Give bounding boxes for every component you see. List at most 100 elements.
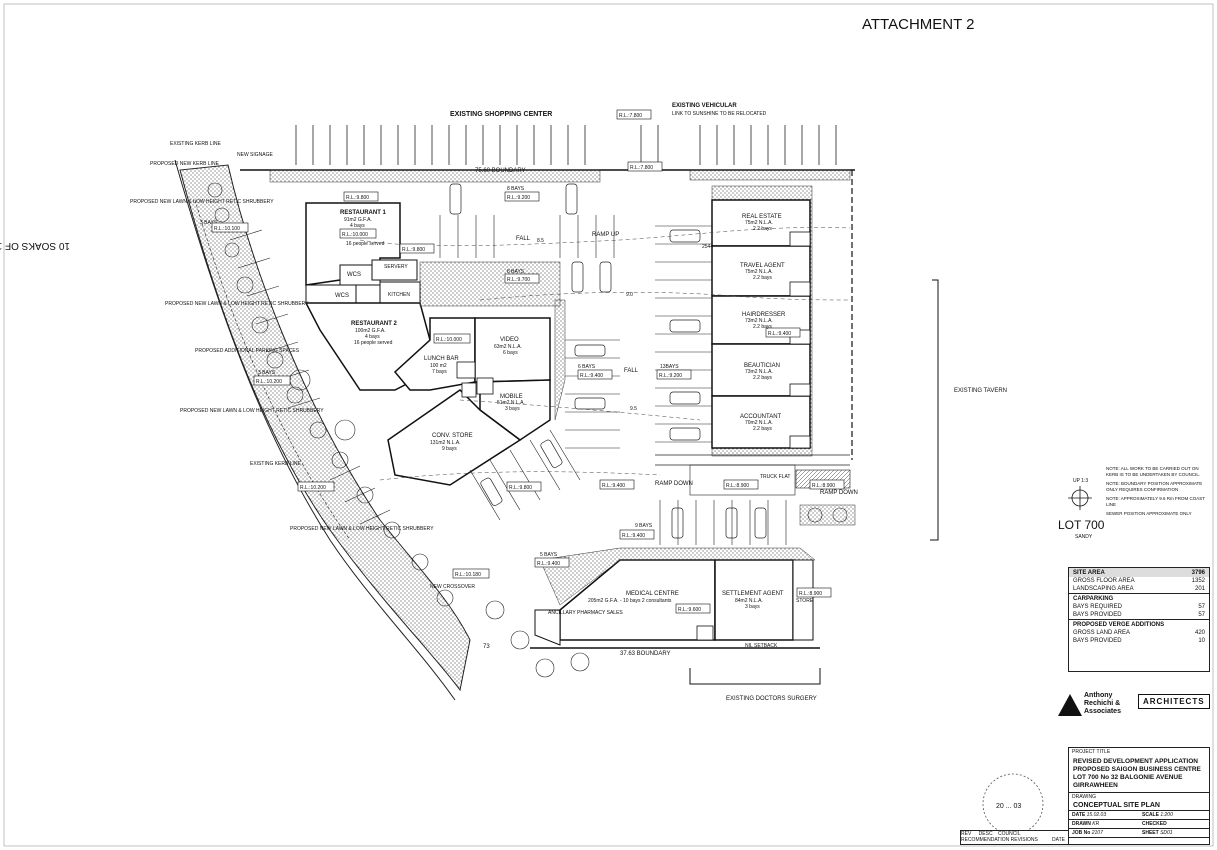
- svg-text:R.L.:10.180: R.L.:10.180: [455, 572, 481, 578]
- svg-text:R.L.:10.200: R.L.:10.200: [300, 485, 326, 491]
- attachment-title: ATTACHMENT 2: [862, 16, 975, 33]
- svg-text:3 BAYS: 3 BAYS: [200, 220, 218, 226]
- existing-parking-stripes: [295, 125, 837, 165]
- svg-text:16 people served: 16 people served: [354, 340, 393, 346]
- svg-text:PROPOSED NEW LAWN & LOW HEIGHT: PROPOSED NEW LAWN & LOW HEIGHT RETIC SHR…: [290, 526, 434, 532]
- svg-text:8 BAYS: 8 BAYS: [507, 186, 525, 192]
- svg-text:2.2 bays: 2.2 bays: [753, 426, 772, 432]
- svg-text:9.0: 9.0: [626, 292, 633, 298]
- svg-text:3 BAYS: 3 BAYS: [258, 370, 276, 376]
- doctors-surgery: [689, 668, 821, 685]
- svg-text:4 bays: 4 bays: [350, 223, 365, 229]
- svg-text:100 m2: 100 m2: [430, 363, 447, 369]
- svg-text:4 bays: 4 bays: [365, 334, 380, 340]
- svg-text:2.2 bays: 2.2 bays: [753, 226, 772, 232]
- svg-text:R.L.:9.400: R.L.:9.400: [622, 533, 645, 539]
- svg-text:20 ... 03: 20 ... 03: [996, 803, 1021, 810]
- sheet-border: [3, 3, 1214, 847]
- title-block: PROJECT TITLE REVISED DEVELOPMENT APPLIC…: [1068, 747, 1210, 845]
- svg-text:PROPOSED NEW LAWN & LOW HEIGHT: PROPOSED NEW LAWN & LOW HEIGHT RETIC SHR…: [130, 199, 274, 205]
- svg-text:MOBILE: MOBILE: [500, 394, 523, 400]
- svg-text:R.L.:9.800: R.L.:9.800: [346, 195, 369, 201]
- logo-mark-icon: [1058, 694, 1082, 716]
- svg-text:6 bays: 6 bays: [503, 350, 518, 356]
- svg-text:9 bays: 9 bays: [442, 446, 457, 452]
- svg-text:R.L.:10.000: R.L.:10.000: [436, 337, 462, 343]
- svg-text:5 BAYS: 5 BAYS: [540, 552, 558, 558]
- svg-text:51m2 N.L.A.: 51m2 N.L.A.: [497, 400, 525, 406]
- svg-text:R.L.:8.900: R.L.:8.900: [812, 483, 835, 489]
- svg-text:R.L.:9.400: R.L.:9.400: [580, 373, 603, 379]
- doctors-label: EXISTING DOCTORS SURGERY: [726, 696, 817, 702]
- travel-agent: [711, 245, 811, 297]
- rl-tags: R.L.:7.800 R.L.:7.800 R.L.:9.800 R.L.:9.…: [211, 109, 845, 614]
- svg-text:WCS: WCS: [347, 272, 361, 278]
- svg-text:RAMP DOWN: RAMP DOWN: [820, 490, 858, 496]
- svg-text:9.5: 9.5: [630, 406, 637, 412]
- svg-text:TRAVEL AGENT: TRAVEL AGENT: [740, 263, 785, 269]
- svg-text:RESTAURANT 1: RESTAURANT 1: [340, 210, 387, 216]
- svg-text:2.2 bays: 2.2 bays: [753, 275, 772, 281]
- verge-parking: [229, 229, 391, 525]
- svg-text:EXISTING KERB LINE: EXISTING KERB LINE: [250, 461, 302, 467]
- svg-text:SERVERY: SERVERY: [384, 264, 408, 270]
- svg-text:PROPOSED NEW LAWN & LOW HEIGHT: PROPOSED NEW LAWN & LOW HEIGHT RETIC SHR…: [180, 408, 324, 414]
- existing-vehicular-label: EXISTING VEHICULAR: [672, 103, 737, 109]
- svg-text:2.2 bays: 2.2 bays: [753, 324, 772, 330]
- servery: [371, 259, 418, 281]
- svg-text:LUNCH BAR: LUNCH BAR: [424, 356, 459, 362]
- svg-text:131m2 N.L.A.: 131m2 N.L.A.: [430, 440, 461, 446]
- boundary-top-label: 75.60 BOUNDARY: [475, 168, 526, 174]
- svg-text:R.L.:10.100: R.L.:10.100: [214, 226, 240, 232]
- drawing-title: CONCEPTUAL SITE PLAN: [1069, 801, 1209, 811]
- convenience-store: [387, 389, 522, 486]
- svg-text:73: 73: [483, 644, 490, 650]
- svg-text:ANCILLARY PHARMACY SALES: ANCILLARY PHARMACY SALES: [548, 610, 623, 616]
- svg-text:75m2 N.L.A.: 75m2 N.L.A.: [745, 269, 773, 275]
- lot-label: LOT 700: [1058, 518, 1105, 532]
- pharmacy: [534, 609, 561, 646]
- svg-text:CONV. STORE: CONV. STORE: [432, 433, 473, 439]
- svg-text:91m2 G.F.A.: 91m2 G.F.A.: [344, 217, 372, 223]
- svg-text:PROPOSED ADDITIONAL PARKING SP: PROPOSED ADDITIONAL PARKING SPACES: [195, 348, 300, 354]
- svg-text:STORE: STORE: [796, 598, 814, 604]
- mobile-shop: [479, 379, 551, 441]
- svg-text:TRUCK FLAT: TRUCK FLAT: [760, 474, 790, 480]
- new-kerb-line: [174, 159, 456, 701]
- svg-text:63m2 N.L.A.: 63m2 N.L.A.: [494, 344, 522, 350]
- svg-text:R.L.:9.800: R.L.:9.800: [509, 485, 532, 491]
- svg-text:R.L.:9.400: R.L.:9.400: [537, 561, 560, 567]
- svg-text:70m2 N.L.A.: 70m2 N.L.A.: [745, 420, 773, 426]
- svg-text:R.L.:9.700: R.L.:9.700: [507, 277, 530, 283]
- svg-text:R.L.:8.900: R.L.:8.900: [799, 591, 822, 597]
- sandy-label: SANDY: [1075, 534, 1093, 540]
- svg-text:RAMP UP: RAMP UP: [592, 232, 619, 238]
- revision-strip: REV DESC COUNCIL RECOMMENDATION REVISION…: [960, 830, 1069, 845]
- svg-text:FALL: FALL: [516, 236, 531, 242]
- svg-text:13BAYS: 13BAYS: [660, 364, 679, 370]
- shopping-center-label: EXISTING SHOPPING CENTER: [450, 111, 552, 118]
- svg-text:100m2 G.F.A.: 100m2 G.F.A.: [355, 328, 386, 334]
- svg-text:2.2 bays: 2.2 bays: [753, 375, 772, 381]
- svg-text:205m2 G.F.A. - 10 bays 2 consu: 205m2 G.F.A. - 10 bays 2 consultants: [588, 598, 672, 604]
- boundary-bottom-label: 37.63 BOUNDARY: [620, 651, 671, 657]
- svg-text:SETTLEMENT AGENT: SETTLEMENT AGENT: [722, 591, 784, 597]
- svg-text:UP 1:3: UP 1:3: [1073, 478, 1088, 484]
- notes-block: NOTE: ALL WORK TO BE CARRIED OUT ON KERB…: [1106, 466, 1205, 516]
- svg-text:8 BAYS: 8 BAYS: [507, 269, 525, 275]
- svg-text:R.L.:10.200: R.L.:10.200: [256, 379, 282, 385]
- svg-text:WCS: WCS: [335, 293, 349, 299]
- svg-text:KITCHEN: KITCHEN: [388, 292, 410, 298]
- svg-text:R.L.:9.200: R.L.:9.200: [507, 195, 530, 201]
- svg-text:16 people served: 16 people served: [346, 241, 385, 247]
- svg-text:R.L.:8.900: R.L.:8.900: [726, 483, 749, 489]
- svg-text:R.L.:9.400: R.L.:9.400: [768, 331, 791, 337]
- svg-text:75m2 N.L.A.: 75m2 N.L.A.: [745, 220, 773, 226]
- svg-text:3 bays: 3 bays: [745, 604, 760, 610]
- approval-stamp: [982, 773, 1044, 835]
- svg-text:EXISTING KERB LINE: EXISTING KERB LINE: [170, 141, 222, 147]
- svg-text:8.5: 8.5: [537, 238, 544, 244]
- handwritten-note: 10 SOAKS OF 1800 x 2400 dep: [0, 240, 70, 251]
